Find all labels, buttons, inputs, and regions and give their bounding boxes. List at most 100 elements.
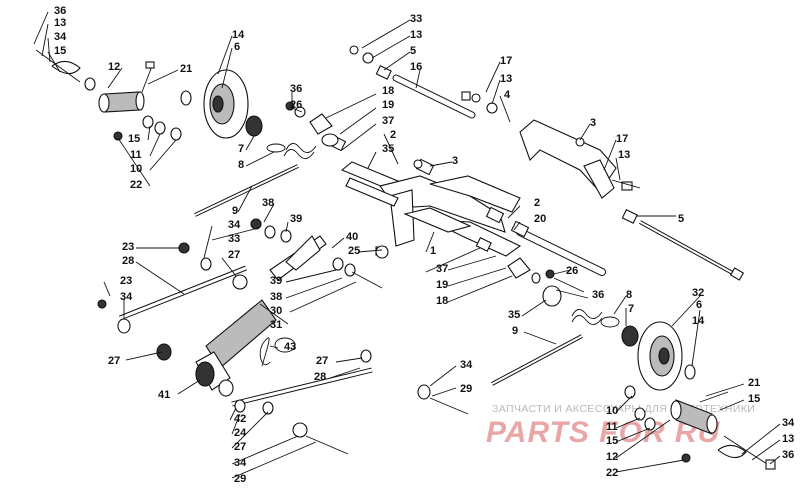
callout-34: 34	[54, 31, 67, 43]
callout-43: 43	[284, 341, 296, 353]
callout-14: 14	[232, 29, 245, 41]
callout-36: 36	[782, 449, 794, 461]
callout-36: 36	[592, 289, 604, 301]
callout-8: 8	[238, 159, 244, 171]
callout-1: 1	[430, 245, 436, 257]
callout-26: 26	[290, 99, 302, 111]
callout-15: 15	[606, 435, 618, 447]
callout-31: 31	[270, 319, 282, 331]
callout-13: 13	[782, 433, 794, 445]
callout-13: 13	[410, 29, 422, 41]
callout-26: 26	[566, 265, 578, 277]
callout-14: 14	[692, 315, 705, 327]
callout-3: 3	[452, 155, 458, 167]
callout-37: 37	[382, 115, 394, 127]
callout-23: 23	[122, 241, 134, 253]
callout-21: 21	[180, 63, 192, 75]
rear-cross-shaft	[392, 74, 476, 119]
callout-34: 34	[120, 291, 133, 303]
callout-5: 5	[410, 45, 416, 57]
callout-11: 11	[130, 149, 142, 161]
callout-5: 5	[678, 213, 684, 225]
callout-numbers: 36 13 34 15 12 21 14 6 15 11 10 22 7 8 3…	[54, 5, 795, 485]
callout-22: 22	[606, 467, 618, 479]
callout-32: 32	[692, 287, 704, 299]
callout-41: 41	[158, 389, 170, 401]
callout-7: 7	[238, 143, 244, 155]
callout-7: 7	[628, 303, 634, 315]
callout-37: 37	[436, 263, 448, 275]
callout-11: 11	[606, 421, 618, 433]
callout-2: 2	[534, 197, 540, 209]
callout-10: 10	[130, 163, 142, 175]
callout-3: 3	[590, 117, 596, 129]
callout-24: 24	[234, 427, 247, 439]
callout-6: 6	[696, 299, 702, 311]
long-bolt	[639, 220, 745, 281]
callout-27: 27	[316, 355, 328, 367]
callout-19: 19	[382, 99, 394, 111]
callout-23: 23	[120, 275, 132, 287]
callout-12: 12	[108, 61, 120, 73]
leader-lines	[33, 11, 781, 479]
callout-29: 29	[234, 473, 246, 485]
callout-9: 9	[232, 205, 238, 217]
fasteners	[97, 45, 641, 455]
callout-15: 15	[748, 393, 760, 405]
callout-40: 40	[346, 231, 358, 243]
callout-38: 38	[270, 291, 282, 303]
left-axle-pack	[35, 49, 182, 141]
callout-9: 9	[512, 325, 518, 337]
callout-33: 33	[410, 13, 422, 25]
callout-34: 34	[228, 219, 241, 231]
callout-17: 17	[500, 55, 512, 67]
callout-6: 6	[234, 41, 240, 53]
callout-16: 16	[410, 61, 422, 73]
callout-27: 27	[234, 441, 246, 453]
callout-34: 34	[782, 417, 795, 429]
callout-39: 39	[290, 213, 302, 225]
spring-43	[259, 337, 296, 367]
callout-10: 10	[606, 405, 618, 417]
callout-13: 13	[500, 73, 512, 85]
callout-15: 15	[54, 45, 66, 57]
callout-27: 27	[228, 249, 240, 261]
callout-17: 17	[616, 133, 628, 145]
callout-18: 18	[436, 295, 448, 307]
callout-28: 28	[314, 371, 326, 383]
callout-29: 29	[460, 383, 472, 395]
callout-35: 35	[382, 143, 394, 155]
pivot-shaft	[516, 228, 606, 276]
right-axle-pack	[624, 385, 776, 470]
callout-38: 38	[262, 197, 274, 209]
callout-15: 15	[128, 133, 140, 145]
spring-rod-left	[194, 164, 299, 217]
left-idler-wheel	[180, 69, 317, 159]
shock-absorber	[195, 235, 327, 391]
callout-36: 36	[54, 5, 66, 17]
pivot-arm-assembly	[327, 65, 638, 257]
callout-34: 34	[234, 457, 247, 469]
callout-8: 8	[626, 289, 632, 301]
callout-18: 18	[382, 85, 394, 97]
callout-35: 35	[508, 309, 520, 321]
callout-21: 21	[748, 377, 760, 389]
callout-13: 13	[618, 149, 630, 161]
callout-12: 12	[606, 451, 618, 463]
callout-33: 33	[228, 233, 240, 245]
callout-28: 28	[122, 255, 134, 267]
callout-36: 36	[290, 83, 302, 95]
callout-20: 20	[534, 213, 546, 225]
spring-rod-right	[491, 334, 583, 386]
callout-13: 13	[54, 17, 66, 29]
callout-39: 39	[270, 275, 282, 287]
right-idler-wheel	[571, 309, 696, 391]
link-arm-lower	[231, 367, 373, 407]
callout-34: 34	[460, 359, 473, 371]
callout-27: 27	[108, 355, 120, 367]
callout-30: 30	[270, 305, 282, 317]
callout-4: 4	[504, 89, 511, 101]
callout-19: 19	[436, 279, 448, 291]
